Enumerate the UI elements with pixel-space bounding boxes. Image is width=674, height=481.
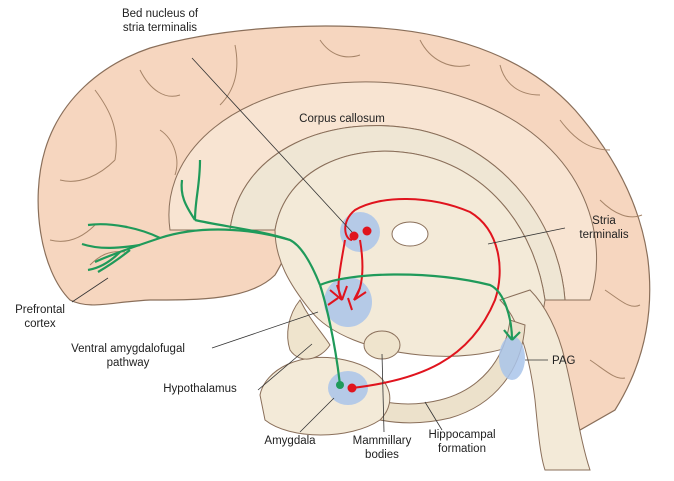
leader-ventral-pathway: [211, 311, 319, 349]
label-hypothalamus: Hypothalamus: [163, 383, 237, 395]
bed-nucleus-dot-2: [362, 226, 372, 236]
label-stria-line1: Stria: [592, 215, 616, 227]
amygdala-green-dot: [336, 381, 344, 389]
bed-nucleus-dot-1: [349, 231, 359, 241]
label-mammillary-line1: Mammillary: [353, 435, 412, 447]
label-stria-line2: terminalis: [579, 229, 628, 241]
amygdala-red-dot: [347, 383, 357, 393]
ventral-amygdalofugal-pathway: [81, 159, 521, 386]
label-corpus-callosum: Corpus callosum: [299, 113, 385, 125]
temporal-lobe: [259, 356, 391, 436]
label-bed-nucleus-line1: Bed nucleus of: [122, 8, 199, 20]
label-pag: PAG: [552, 355, 575, 367]
label-prefrontal-line1: Prefrontal: [15, 304, 65, 316]
label-mammillary-line2: bodies: [365, 449, 399, 461]
label-prefrontal-line2: cortex: [24, 318, 56, 330]
leader-prefrontal: [71, 277, 109, 303]
leader-hypothalamus: [257, 343, 313, 391]
leader-stria-terminalis: [487, 227, 566, 245]
leader-mammillary: [381, 353, 385, 433]
stria-terminalis-pathway: [327, 198, 501, 389]
label-hippocampal-line1: Hippocampal: [428, 429, 495, 441]
label-ventral-line1: Ventral amygdalofugal: [71, 343, 185, 355]
hypothalamus-region: [287, 299, 331, 360]
label-ventral-line2: pathway: [107, 357, 150, 369]
label-bed-nucleus-line2: stria terminalis: [123, 22, 197, 34]
label-amygdala: Amygdala: [264, 435, 316, 447]
leader-bed-nucleus: [191, 57, 353, 233]
interventricular-foramen: [391, 221, 429, 247]
label-hippocampal-line2: formation: [438, 443, 486, 455]
hippocampal-formation: [324, 319, 526, 424]
leader-hippocampal: [424, 401, 443, 431]
cortex-sulci: [49, 39, 643, 379]
leader-amygdala: [299, 397, 335, 433]
bed-nucleus-highlight: [340, 212, 380, 252]
pag-highlight: [499, 336, 525, 380]
